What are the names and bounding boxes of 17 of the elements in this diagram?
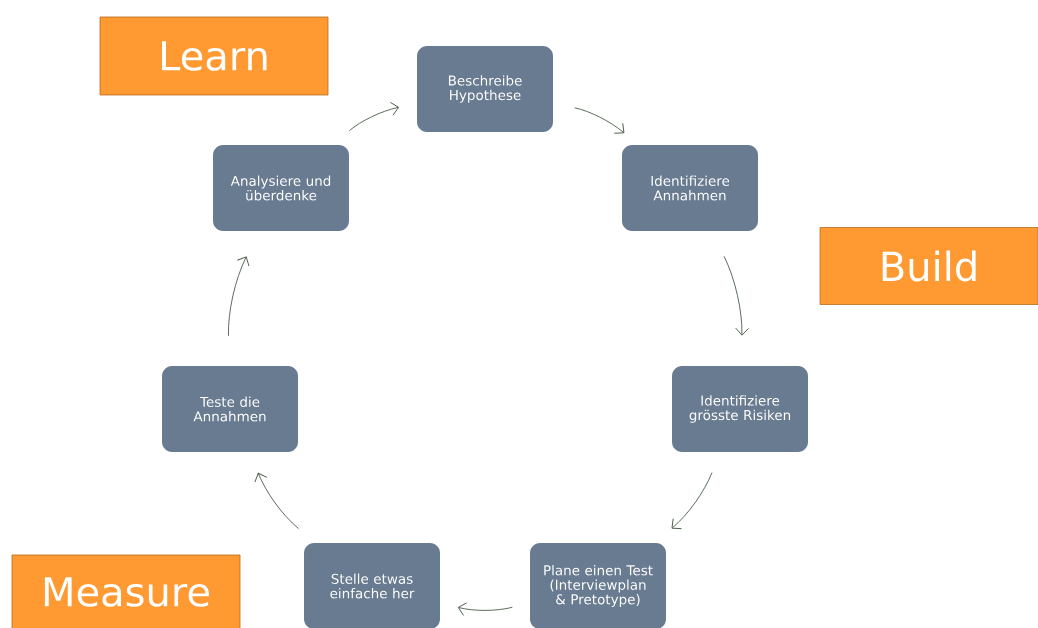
arrow	[723, 255, 750, 336]
phase-label: Learn	[99, 16, 329, 96]
process-box: Teste die Annahmen	[162, 366, 298, 452]
arrow	[254, 472, 299, 530]
arrow	[574, 107, 625, 134]
phase-label: Build	[819, 227, 1038, 305]
process-box: Stelle etwas einfache her	[304, 543, 440, 628]
arrow	[671, 472, 713, 530]
process-box: Analysiere und überdenke	[213, 145, 349, 231]
process-box: Plane einen Test (Interviewplan & Pretotype)	[530, 543, 666, 628]
process-box: Beschreibe Hypothese	[417, 46, 553, 132]
phase-label: Measure	[11, 554, 241, 628]
arrow	[457, 602, 513, 616]
process-box: Identifiziere Annahmen	[622, 145, 758, 231]
process-box: Identifiziere grösste Risiken	[672, 366, 808, 452]
arrow	[348, 101, 399, 132]
arrow	[228, 256, 250, 337]
